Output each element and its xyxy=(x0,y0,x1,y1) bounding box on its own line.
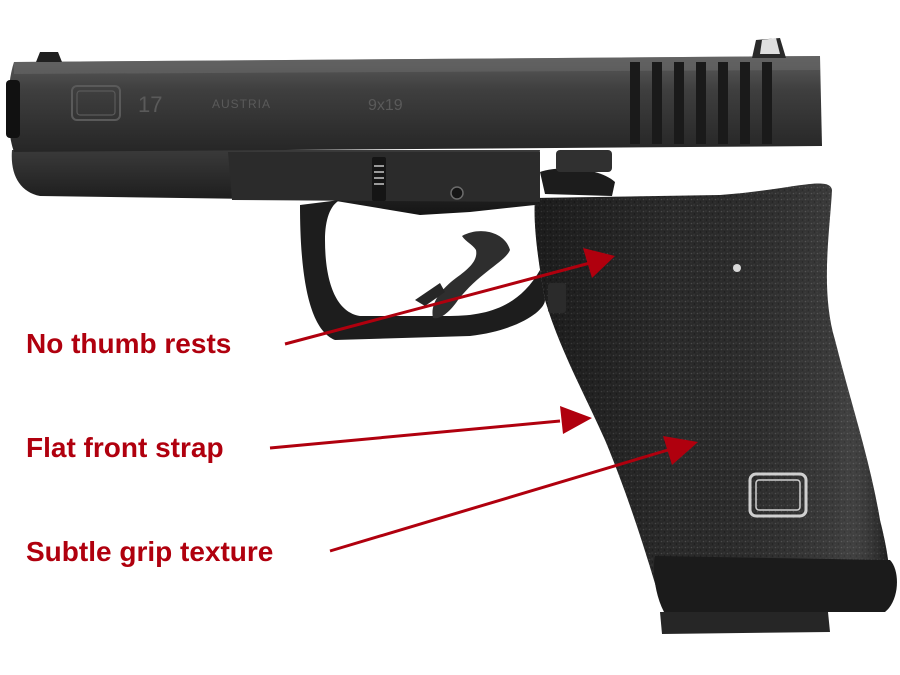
slide-country-text: AUSTRIA xyxy=(212,97,271,111)
callout-subtle-grip-texture: Subtle grip texture xyxy=(26,536,274,567)
pistol-grip xyxy=(534,183,897,634)
slide-model-text: 17 xyxy=(138,92,162,117)
pistol-frame xyxy=(11,150,615,340)
callout-no-thumb-rests: No thumb rests xyxy=(26,328,232,359)
slide-serrations xyxy=(630,62,772,144)
callout-flat-front-strap: Flat front strap xyxy=(26,432,224,463)
slide-caliber-text: 9x19 xyxy=(368,97,403,114)
slide-engravings: 17 AUSTRIA 9x19 xyxy=(71,85,403,121)
pistol-slide: 17 AUSTRIA 9x19 xyxy=(6,38,822,152)
grip-logo xyxy=(748,472,808,518)
